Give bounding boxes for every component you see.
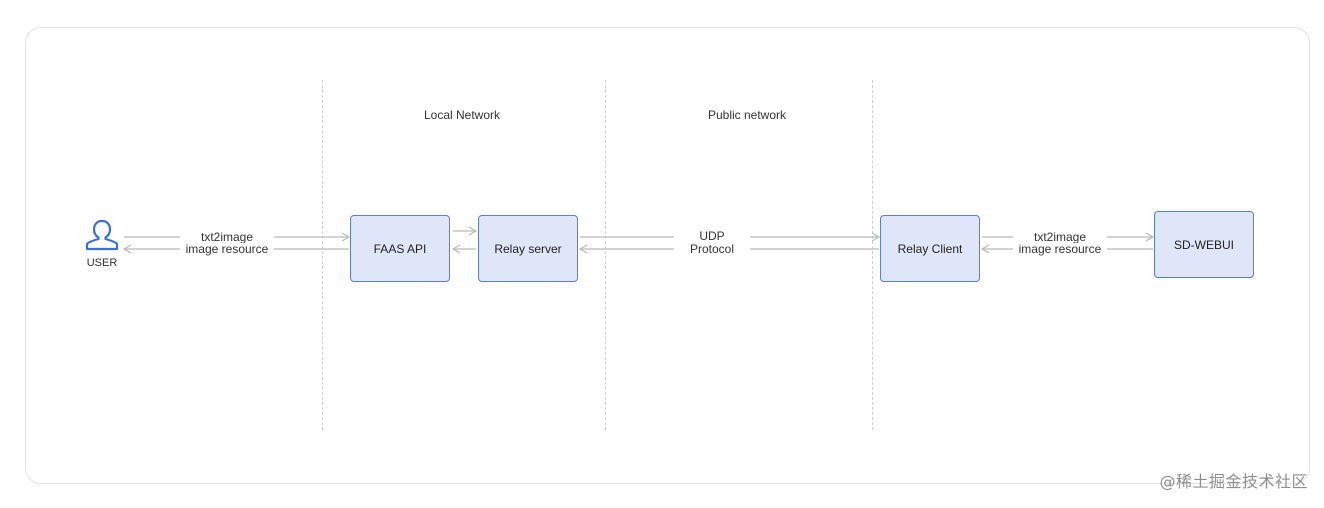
faas-api-node: FAAS API [350, 215, 450, 282]
zone-label-public-network: Public network [707, 108, 787, 122]
edge-label-client-webui-request: txt2image [1013, 231, 1107, 244]
divider-left [322, 80, 323, 430]
user-actor: USER [82, 218, 122, 269]
divider-right [872, 80, 873, 430]
edge-label-protocol: Protocol [674, 243, 750, 256]
relay-client-node: Relay Client [880, 215, 980, 282]
sd-webui-node: SD-WEBUI [1154, 211, 1254, 278]
edge-label-client-webui-response: image resource [1013, 243, 1107, 256]
edge-label-user-faas-response: image resource [180, 243, 274, 256]
divider-middle [605, 80, 606, 430]
source-watermark: @稀土掘金技术社区 [1159, 472, 1308, 491]
edge-label-udp: UDP [674, 230, 750, 243]
relay-server-node: Relay server [478, 215, 578, 282]
user-outline-icon [85, 219, 119, 251]
user-label: USER [86, 257, 118, 269]
zone-label-local-network: Local Network [423, 108, 501, 122]
edge-label-user-faas-request: txt2image [180, 231, 274, 244]
